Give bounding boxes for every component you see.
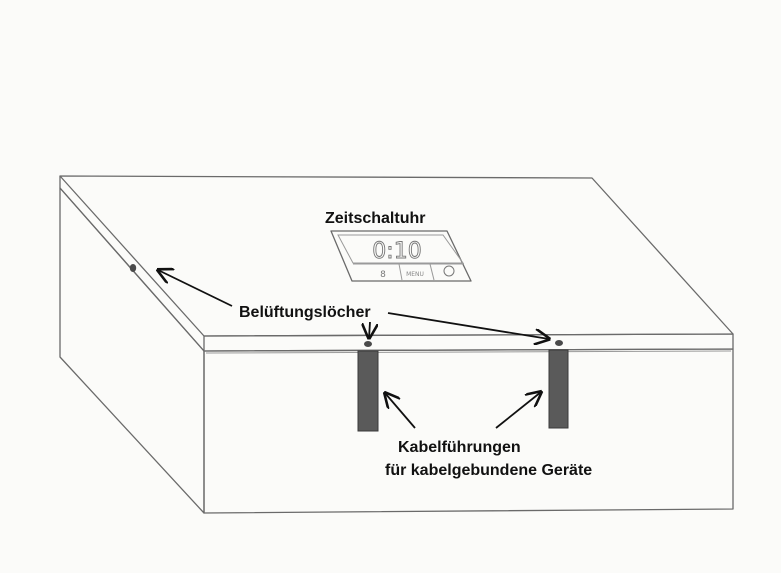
label-timer: Zeitschaltuhr — [325, 210, 425, 227]
timer-button-left: 8 — [380, 270, 386, 280]
timer-power-icon — [443, 265, 455, 277]
arrow-to-right-vent — [387, 312, 549, 339]
arrow-to-left-vent — [158, 270, 233, 307]
timer-display-time: 0:10 — [372, 239, 421, 264]
lid-left-edge — [59, 176, 205, 352]
vent-hole-right — [555, 340, 563, 346]
box-left-face — [59, 187, 205, 514]
cable-slot-right — [548, 349, 569, 429]
vent-hole-left — [129, 264, 137, 272]
box-front-face — [203, 348, 734, 514]
label-cable-guides-sub: für kabelgebundene Geräte — [385, 462, 592, 479]
timer-device: 0:10 8 MENU — [330, 230, 472, 282]
lid-front-edge — [203, 333, 734, 352]
arrow-to-right-slot — [495, 392, 541, 429]
cable-slot-left — [357, 350, 379, 432]
arrow-to-middle-vent — [369, 321, 370, 338]
vent-hole-middle — [364, 341, 372, 347]
arrow-to-left-slot — [385, 393, 416, 429]
timer-button-menu: MENU — [406, 271, 424, 278]
label-vents: Belüftungslöcher — [239, 304, 371, 321]
label-cable-guides: Kabelführungen — [398, 439, 521, 456]
